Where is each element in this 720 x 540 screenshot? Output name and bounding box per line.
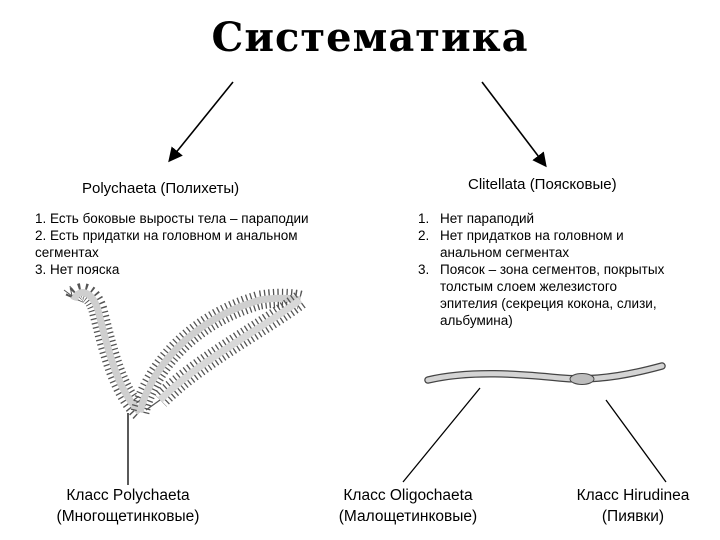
clitellata-trait-2: 2.Нет придатков на головном и	[418, 228, 624, 243]
clitellata-trait-3-cont: эпителия (секреция кокона, слизи,	[440, 296, 657, 311]
clitellata-trait-3-cont: толстым слоем железистого	[440, 279, 617, 294]
polychaeta-trait: 3. Нет пояска	[35, 262, 120, 277]
class-hirudinea: Класс Hirudinea (Пиявки)	[548, 485, 718, 527]
polychaeta-trait: 2. Есть придатки на головном и анальном	[35, 228, 298, 243]
class-polychaeta: Класс Polychaeta (Многощетинковые)	[30, 485, 226, 527]
clitellata-heading: Clitellata (Поясковые)	[468, 176, 617, 193]
polychaeta-heading: Polychaeta (Полихеты)	[82, 180, 240, 197]
clitellata-trait-1: 1.Нет параподий	[418, 211, 535, 226]
class-common-name: (Малощетинковые)	[338, 508, 478, 525]
polychaeta-trait: сегментах	[35, 245, 99, 260]
oligochaete-worm-illustration	[424, 362, 666, 385]
polychaete-worm-illustration	[63, 283, 306, 420]
clitellata-trait-2-cont: анальном сегментах	[440, 245, 570, 260]
clitellata-trait-3: 3.Поясок – зона сегментов, покрытых	[418, 262, 665, 277]
class-name: Класс Hirudinea	[576, 487, 690, 504]
class-name: Класс Polychaeta	[66, 487, 190, 504]
class-name: Класс Oligochaeta	[343, 487, 473, 504]
class-oligochaeta: Класс Oligochaeta (Малощетинковые)	[310, 485, 506, 527]
polychaeta-traits: 1. Есть боковые выросты тела – параподии…	[35, 210, 309, 278]
diagram-title: Систематика	[211, 14, 529, 61]
arrow-to-polychaeta	[168, 81, 234, 163]
class-common-name: (Пиявки)	[601, 508, 665, 525]
class-common-name: (Многощетинковые)	[56, 508, 200, 525]
clitellata-traits: 1.Нет параподий 2.Нет придатков на голов…	[418, 210, 664, 329]
line-to-hirudinea-class	[605, 399, 667, 483]
line-to-oligochaeta-class	[402, 387, 481, 483]
arrow-to-clitellata	[481, 81, 547, 168]
clitellata-trait-3-cont: альбумина)	[440, 313, 513, 328]
polychaeta-trait: 1. Есть боковые выросты тела – параподии	[35, 211, 309, 226]
